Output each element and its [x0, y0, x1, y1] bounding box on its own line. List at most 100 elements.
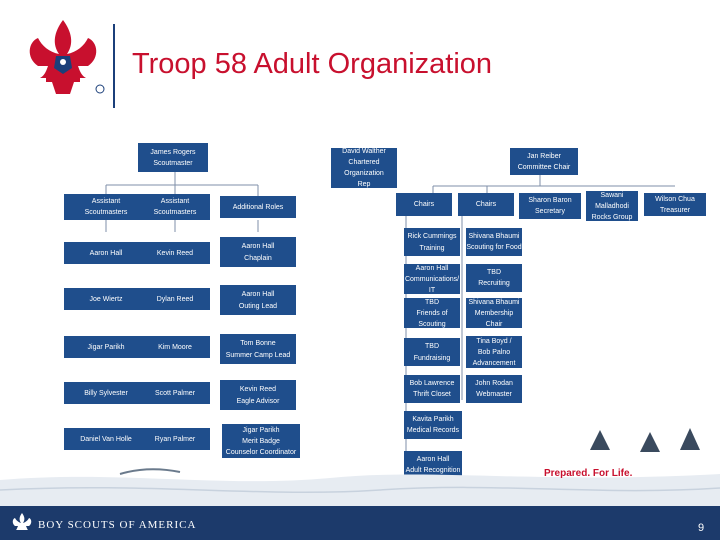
asm-b2-name: Dylan Reed [156, 295, 194, 303]
treasurer-box: Wilson Chua Treasurer [644, 193, 706, 216]
c1-5-name: Bob Lawrence [409, 380, 455, 387]
asm-a-member-1: Aaron Hall [64, 242, 148, 264]
chairs-box-2: Chairs [458, 193, 514, 216]
scoutmaster-box: James Rogers Scoutmaster [138, 143, 208, 172]
c1-3-name: TBD [425, 298, 439, 306]
role-eagle-advisor: Kevin Reed Eagle Advisor [220, 380, 296, 410]
asm-b-member-4: Scott Palmer [140, 382, 210, 404]
role3-title: Summer Camp Lead [225, 351, 291, 359]
role4-name: Kevin Reed [239, 385, 277, 393]
role4-title: Eagle Advisor [236, 397, 280, 405]
c1-6-name: Kavita Parikh [412, 416, 454, 423]
role2-name: Aaron Hall [241, 290, 275, 298]
secretary-box: Sharon Baron Secretary [519, 193, 581, 219]
c1-1-name: Rick Cummings [407, 232, 457, 240]
role1-title: Chaplain [244, 254, 272, 262]
header-divider [113, 24, 115, 108]
chartered-line2: Chartered [348, 159, 380, 166]
c1-6-title: Medical Records [406, 427, 460, 434]
asm-a2-name: Joe Wiertz [89, 295, 123, 303]
page-title: Troop 58 Adult Organization [132, 48, 493, 80]
asm2-line1: Assistant [160, 198, 190, 205]
c1-4-title: Fundraising [413, 354, 451, 362]
role5-title2: Counselor Coordinator [225, 448, 297, 456]
chartered-line4: Rep [357, 181, 371, 188]
chair-fundraising: TBD Fundraising [404, 338, 460, 366]
organization-name: BOY SCOUTS OF AMERICA [38, 519, 197, 531]
chair-communications: Aaron Hall Communications/ IT [404, 264, 460, 294]
secretary-name: Sharon Baron [528, 197, 572, 204]
asm-b4-name: Scott Palmer [154, 389, 196, 397]
c1-2-name: Aaron Hall [415, 264, 449, 272]
scoutmaster-name: James Rogers [150, 148, 196, 156]
page-number: 9 [698, 522, 705, 534]
chartered-org-rep-box: David Walther Chartered Organization Rep [331, 148, 397, 188]
asm-a1-name: Aaron Hall [89, 249, 123, 257]
asm-b3-name: Kim Moore [158, 343, 192, 351]
role-merit-badge-coordinator: Jigar Parikh Merit Badge Counselor Coord… [222, 424, 300, 458]
c1-7-name: Aaron Hall [416, 456, 450, 463]
asm-b-member-3: Kim Moore [140, 336, 210, 358]
role5-name: Jigar Parikh [242, 426, 280, 434]
chartered-name: David Walther [342, 148, 386, 155]
fleur-de-lis-footer-icon [12, 513, 32, 530]
asm-b-member-5: Ryan Palmer [140, 428, 210, 450]
chairs-box-1: Chairs [396, 193, 452, 216]
c2-5-name: John Rodan [475, 380, 513, 387]
rocks-group-box: Sawani Malladhodi Rocks Group [586, 191, 638, 221]
role1-name: Aaron Hall [241, 242, 275, 250]
chairs1-label: Chairs [413, 201, 435, 208]
c1-5-title: Thrift Closet [413, 391, 451, 398]
asm-b-member-1: Kevin Reed [140, 242, 210, 264]
c1-2-title1: Communications/ [404, 275, 460, 283]
asm1-line2: Scoutmasters [84, 209, 128, 216]
assistant-scoutmasters-box-2: Assistant Scoutmasters [140, 194, 210, 220]
footer-bar [0, 506, 720, 540]
chair-training: Rick Cummings Training [404, 228, 460, 256]
c1-7-title: Adult Recognition [405, 467, 461, 474]
c1-2-title2: IT [428, 286, 436, 294]
c2-1-name: Shivana Bhaumi [468, 233, 520, 240]
asm-a-member-2: Joe Wiertz [64, 288, 148, 310]
treasurer-name: Wilson Chua [655, 195, 695, 203]
chair-scouting-for-food: Shivana Bhaumi Scouting for Food [466, 228, 522, 256]
scoutmaster-role: Scoutmaster [153, 159, 193, 167]
c2-3-title2: Chair [485, 320, 503, 328]
rocks-group-line1: Sawani [600, 191, 624, 199]
role-outing-lead: Aaron Hall Outing Lead [220, 285, 296, 315]
c2-3-title1: Membership [474, 309, 514, 317]
fleur-de-lis-icon [29, 20, 105, 94]
additional-roles-box: Additional Roles [220, 196, 296, 218]
c2-1-title: Scouting for Food [466, 244, 522, 251]
c1-1-title: Training [419, 244, 445, 252]
chair-thrift-closet: Bob Lawrence Thrift Closet [404, 375, 460, 403]
asm-a5-name: Daniel Van Holle [80, 435, 132, 443]
chair-webmaster: John Rodan Webmaster [466, 375, 522, 403]
c1-3-title2: Scouting [418, 320, 446, 328]
chair-membership: Shivana Bhaumi Membership Chair [466, 298, 522, 328]
chartered-line3: Organization [344, 170, 384, 177]
treasurer-role: Treasurer [659, 206, 691, 214]
role3-name: Tom Bonne [240, 339, 276, 347]
registered-mark-icon [95, 84, 105, 94]
role5-title1: Merit Badge [242, 437, 280, 445]
committee-chair-role: Committee Chair [517, 163, 571, 171]
asm-b5-name: Ryan Palmer [154, 435, 196, 443]
chairs2-label: Chairs [475, 201, 497, 208]
rocks-group-line2: Malladhodi [595, 202, 629, 210]
asm-b1-name: Kevin Reed [156, 249, 194, 257]
prepared-for-life-tagline: Prepared. For Life. [544, 468, 633, 479]
c1-3-title1: Friends of [416, 309, 448, 317]
chair-medical-records: Kavita Parikh Medical Records [404, 411, 462, 439]
asm-a-member-3: Jigar Parikh [64, 336, 148, 358]
role2-title: Outing Lead [238, 302, 278, 310]
asm-a-member-4: Billy Sylvester [64, 382, 148, 404]
additional-roles-label: Additional Roles [232, 203, 284, 211]
c1-4-name: TBD [425, 342, 439, 350]
asm2-line2: Scoutmasters [153, 209, 197, 216]
c2-4-name2: Bob Palno [477, 348, 511, 356]
asm-b-member-2: Dylan Reed [140, 288, 210, 310]
chair-advancement: Tina Boyd / Bob Palno Advancement [466, 336, 522, 368]
c2-2-name: TBD [487, 269, 501, 276]
